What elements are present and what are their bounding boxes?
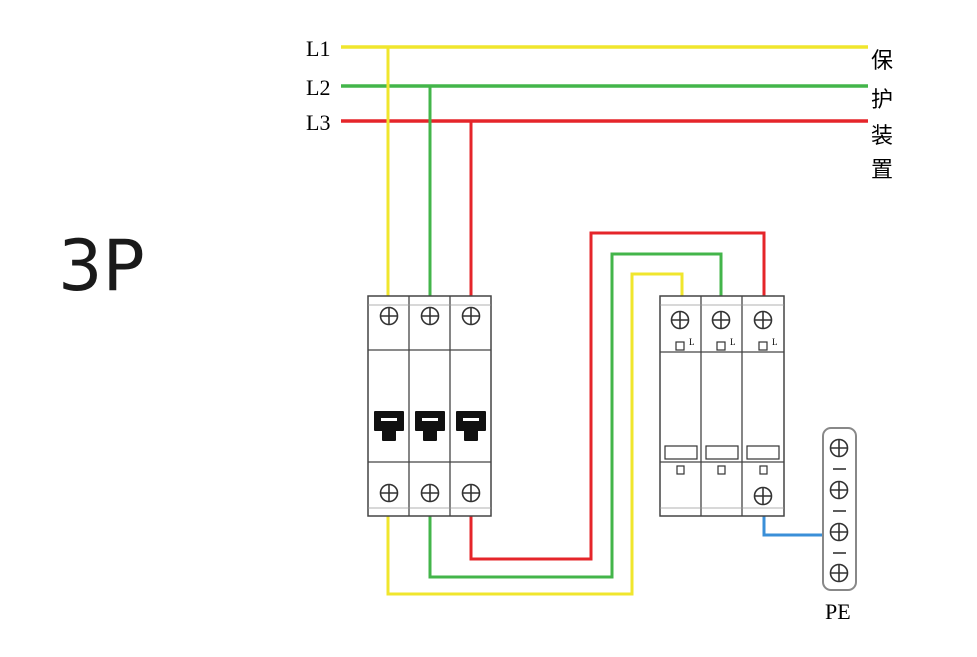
spd-ground-screw	[753, 486, 773, 506]
device-label-char-4: 置	[871, 158, 893, 183]
breaker-top-screw-3	[461, 306, 481, 326]
line-label-l2: L2	[306, 75, 330, 100]
pe-label: PE	[825, 599, 851, 624]
output-wire-l1	[386, 272, 684, 596]
pe-screw-3	[829, 522, 849, 542]
breaker-bottom-screw-3	[461, 483, 481, 503]
spd-top-screw-2	[711, 310, 731, 330]
breaker-top-screw-2	[420, 306, 440, 326]
surge-protector: L L L	[659, 295, 785, 517]
device-label-char-1: 保	[871, 49, 893, 74]
pe-screw-1	[829, 438, 849, 458]
pe-screw-4	[829, 563, 849, 583]
line-label-l3: L3	[306, 110, 330, 135]
spd-mark-1: L	[689, 337, 695, 347]
pe-screw-2	[829, 480, 849, 500]
output-wire-l2	[428, 252, 723, 579]
spd-top-screw-1	[670, 310, 690, 330]
spd-mark-3: L	[772, 337, 778, 347]
line-label-l1: L1	[306, 36, 330, 61]
breaker-bottom-screw-2	[420, 483, 440, 503]
output-wire-l3	[469, 231, 766, 561]
spd-mark-2: L	[730, 337, 736, 347]
circuit-breaker	[367, 295, 492, 517]
breaker-bottom-screw-1	[379, 483, 399, 503]
breaker-top-screw-1	[379, 306, 399, 326]
pole-count-label: 3P	[58, 225, 145, 307]
spd-top-screw-3	[753, 310, 773, 330]
device-label-char-3: 装	[871, 124, 893, 149]
pe-terminal-bar	[822, 427, 857, 591]
device-label-char-2: 护	[871, 88, 893, 113]
